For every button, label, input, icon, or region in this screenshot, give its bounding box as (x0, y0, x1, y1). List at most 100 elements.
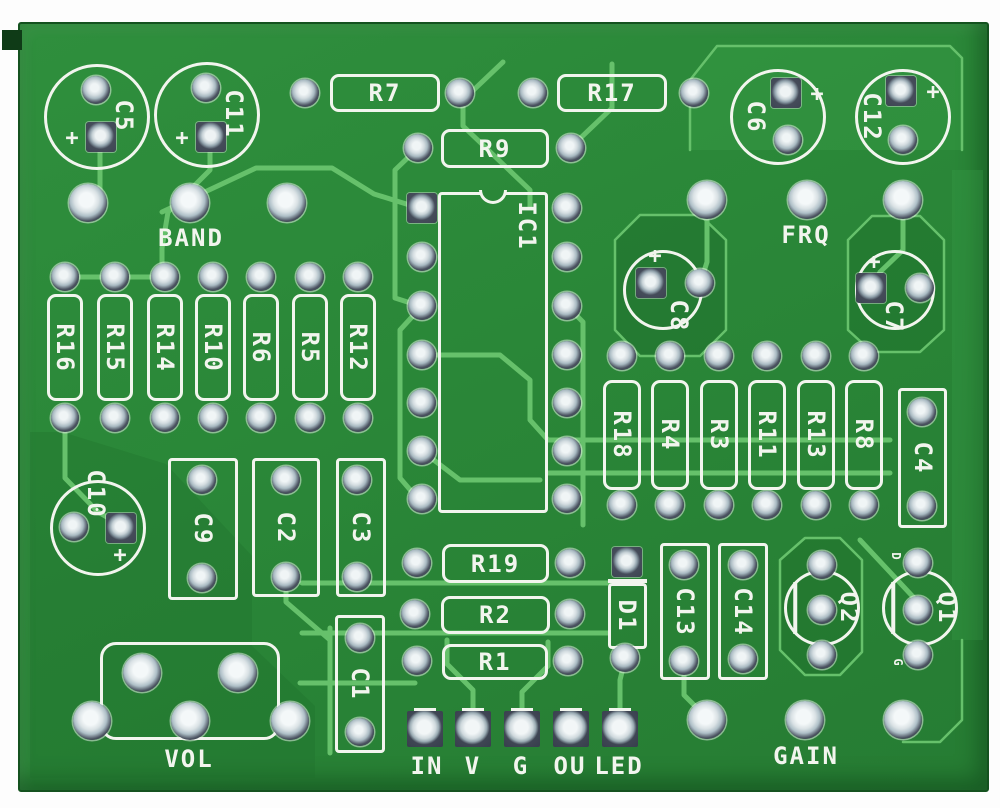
copper-trace (159, 165, 419, 215)
cap-C13-pad (670, 551, 698, 579)
ic-pin-pad (408, 485, 436, 513)
plus-mark: + (113, 543, 127, 568)
diode-bar (608, 579, 647, 583)
cap-C13-pad (670, 647, 698, 675)
cap-C8-pad (686, 269, 714, 297)
resistor-R4-pad (656, 342, 684, 370)
resistor-R5-label: R5 (296, 331, 324, 364)
copper-trace (901, 638, 964, 744)
connector-pad-LED (602, 711, 638, 747)
resistor-R2-label: R2 (479, 601, 512, 629)
ic-pin1-pad (407, 193, 437, 223)
pot-FRQ-pad (884, 181, 922, 219)
transistor-Q2-flat (793, 582, 797, 634)
cap-C10-positive-pad (106, 513, 136, 543)
resistor-R17-pad (519, 79, 547, 107)
resistor-R3-pad (705, 342, 733, 370)
resistor-R19-label: R19 (470, 549, 521, 578)
transistor-Q2-pad (808, 551, 836, 579)
cap-C2-pad (272, 466, 300, 494)
transistor-Q1-pad (904, 641, 932, 669)
cap-C12-positive-pad (886, 76, 916, 106)
connector-tick (462, 708, 484, 712)
ic-pin-pad (408, 389, 436, 417)
pot-FRQ-pad (788, 181, 826, 219)
pot-VOL-label: VOL (164, 745, 214, 773)
resistor-R9-label: R9 (478, 134, 512, 163)
cap-C7-positive-pad (856, 273, 886, 303)
ic-pin-pad (553, 437, 581, 465)
resistor-R11-pad (753, 491, 781, 519)
resistor-R11-pad (753, 342, 781, 370)
cap-C12-outline (855, 69, 951, 165)
cap-C11-pad (192, 74, 220, 102)
ic-pin-pad (553, 389, 581, 417)
ic-pin-pad (553, 341, 581, 369)
resistor-R7-pad (446, 79, 474, 107)
resistor-R10-pad (199, 263, 227, 291)
resistor-R2-pad (401, 600, 429, 628)
ic-pin-pad (553, 243, 581, 271)
resistor-R7-pad (291, 79, 319, 107)
connector-tick (414, 708, 436, 712)
plus-mark: + (867, 250, 881, 275)
connector-pad-IN (407, 711, 443, 747)
resistor-R3-outline (700, 380, 738, 490)
cap-C1-outline (335, 615, 385, 753)
resistor-R19-pad (556, 549, 584, 577)
resistor-R8-pad (850, 342, 878, 370)
cap-C12-pad (889, 126, 917, 154)
resistor-R1-label: R1 (478, 648, 512, 676)
cap-C5-pad (82, 76, 110, 104)
resistor-R16-outline (47, 294, 83, 401)
pin-letter: D (889, 552, 903, 560)
diode-cathode-pad (612, 547, 642, 577)
pot-VOL-pad (73, 702, 111, 740)
plus-mark: + (648, 244, 662, 269)
copper-trace (460, 59, 533, 210)
resistor-R16-label: R16 (51, 322, 79, 373)
pot-GAIN-pad (786, 701, 824, 739)
connector-label-V: V (464, 752, 482, 780)
plus-mark: + (810, 82, 824, 107)
pot-GAIN-label: GAIN (773, 742, 839, 770)
cap-C2-label: C2 (272, 511, 300, 544)
ic-pin-pad (408, 292, 436, 320)
transistor-Q2-label: Q2 (835, 591, 863, 625)
cap-C9-label: C9 (189, 512, 217, 546)
connector-tick (609, 708, 631, 712)
connector-pad-G (504, 711, 540, 747)
resistor-R12-pad (344, 404, 372, 432)
resistor-R19-outline (442, 544, 549, 583)
cap-C7-label: C7 (880, 300, 908, 334)
resistor-R8-label: R8 (850, 418, 878, 452)
resistor-R18-pad (608, 342, 636, 370)
cap-C6-pad (774, 126, 802, 154)
resistor-R1-outline (442, 644, 548, 680)
resistor-R4-outline (651, 380, 689, 490)
resistor-R15-pad (101, 263, 129, 291)
pot-VOL-pad (219, 654, 257, 692)
pot-FRQ-label: FRQ (781, 221, 831, 249)
pot-GAIN-pad (688, 701, 726, 739)
connector-label-LED: LED (594, 752, 644, 780)
resistor-R15-label: R15 (101, 322, 129, 373)
cap-C2-pad (272, 563, 300, 591)
cap-C8-positive-pad (636, 268, 666, 298)
resistor-R19-pad (403, 549, 431, 577)
resistor-R2-pad (556, 600, 584, 628)
resistor-R17-label: R17 (587, 79, 637, 107)
pot-BAND-pad (171, 184, 209, 222)
resistor-R6-outline (243, 294, 279, 401)
cap-C7-pad (906, 274, 934, 302)
cap-C14-pad (729, 645, 757, 673)
resistor-R8-outline (845, 380, 883, 490)
diode-anode-pad (611, 644, 639, 672)
cap-C2-outline (252, 458, 320, 597)
cap-C4-outline (898, 388, 947, 528)
connector-label-OU: OU (553, 752, 587, 780)
diode-label: D1 (613, 599, 641, 633)
resistor-R6-pad (247, 404, 275, 432)
cap-C5-positive-pad (86, 122, 116, 152)
resistor-R4-label: R4 (656, 418, 684, 452)
